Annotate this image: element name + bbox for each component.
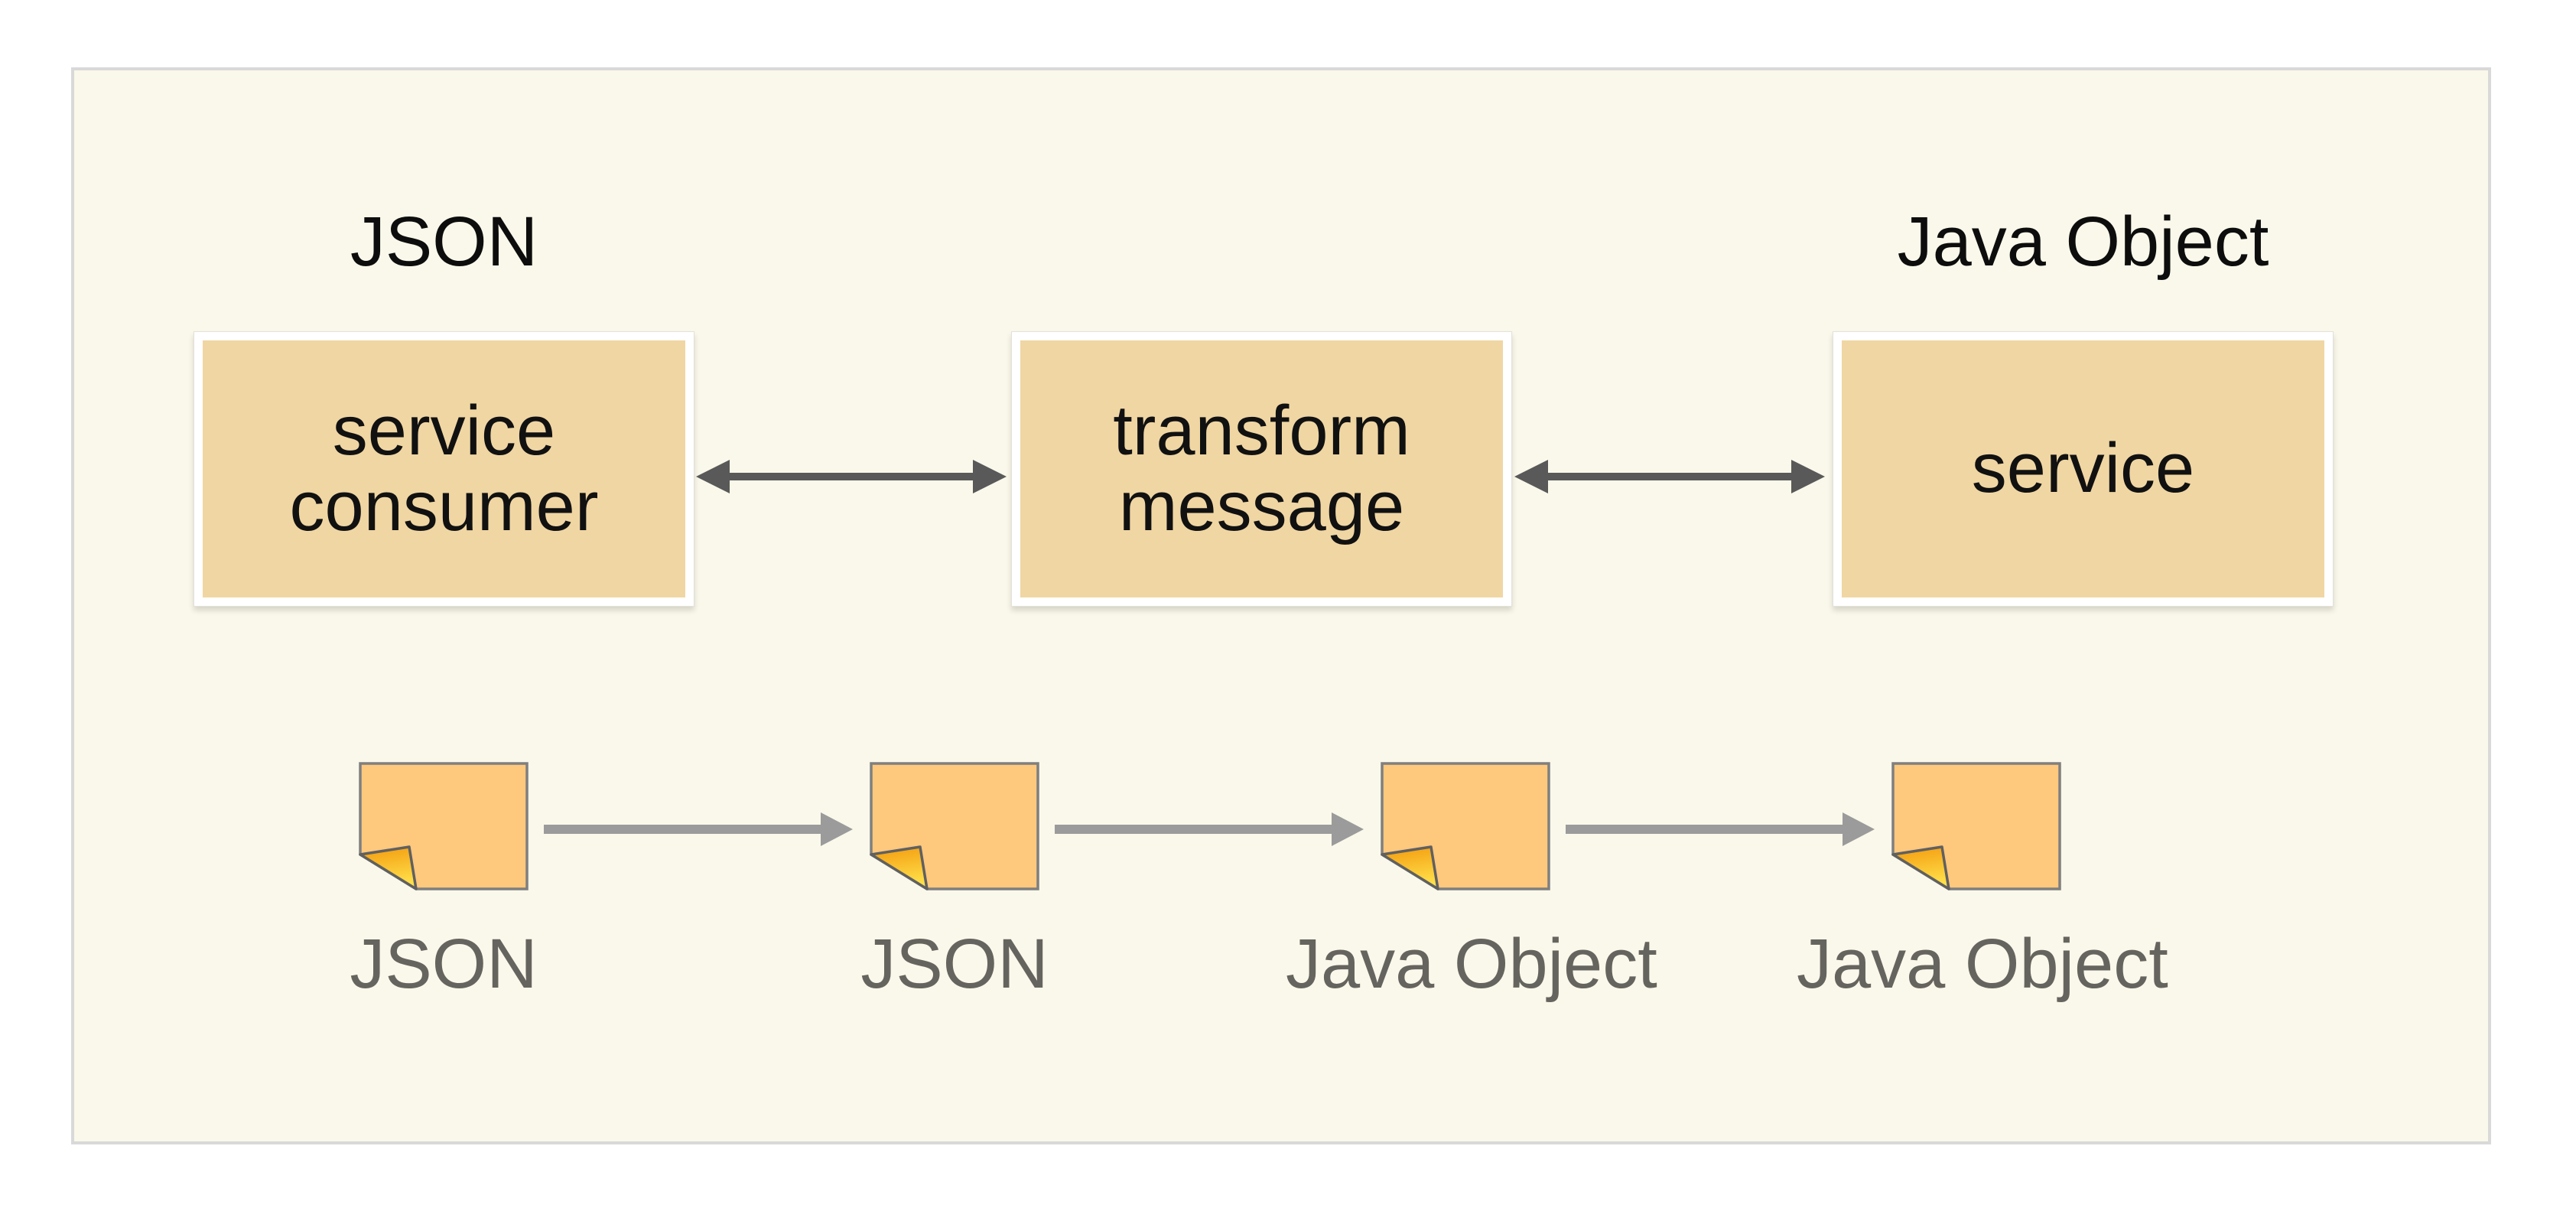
box-service-consumer-label: service consumer xyxy=(203,340,685,597)
arrow-right-icon-2 xyxy=(1055,812,1364,846)
double-arrow-icon-left xyxy=(696,460,1007,493)
note-label-json-1: JSON xyxy=(350,925,538,1003)
arrow-right-icon-3 xyxy=(1566,812,1875,846)
double-arrow-icon-right xyxy=(1514,460,1825,493)
sticky-note-icon-java-object-2 xyxy=(1891,762,2061,890)
note-label-json-2: JSON xyxy=(860,925,1049,1003)
sticky-note-icon-java-object-1 xyxy=(1381,762,1550,890)
box-service-label: service xyxy=(1842,340,2324,597)
arrow-right-icon-1 xyxy=(544,812,853,846)
box-transform-message: transform message xyxy=(1011,331,1512,607)
box-service-consumer: service consumer xyxy=(194,331,694,607)
heading-json: JSON xyxy=(350,203,538,281)
note-label-java-object-1: Java Object xyxy=(1286,925,1657,1003)
heading-java-object: Java Object xyxy=(1897,203,2269,281)
note-label-java-object-2: Java Object xyxy=(1797,925,2168,1003)
sticky-note-icon-json-1 xyxy=(359,762,529,890)
box-service: service xyxy=(1833,331,2334,607)
box-transform-message-label: transform message xyxy=(1020,340,1503,597)
sticky-note-icon-json-2 xyxy=(870,762,1039,890)
